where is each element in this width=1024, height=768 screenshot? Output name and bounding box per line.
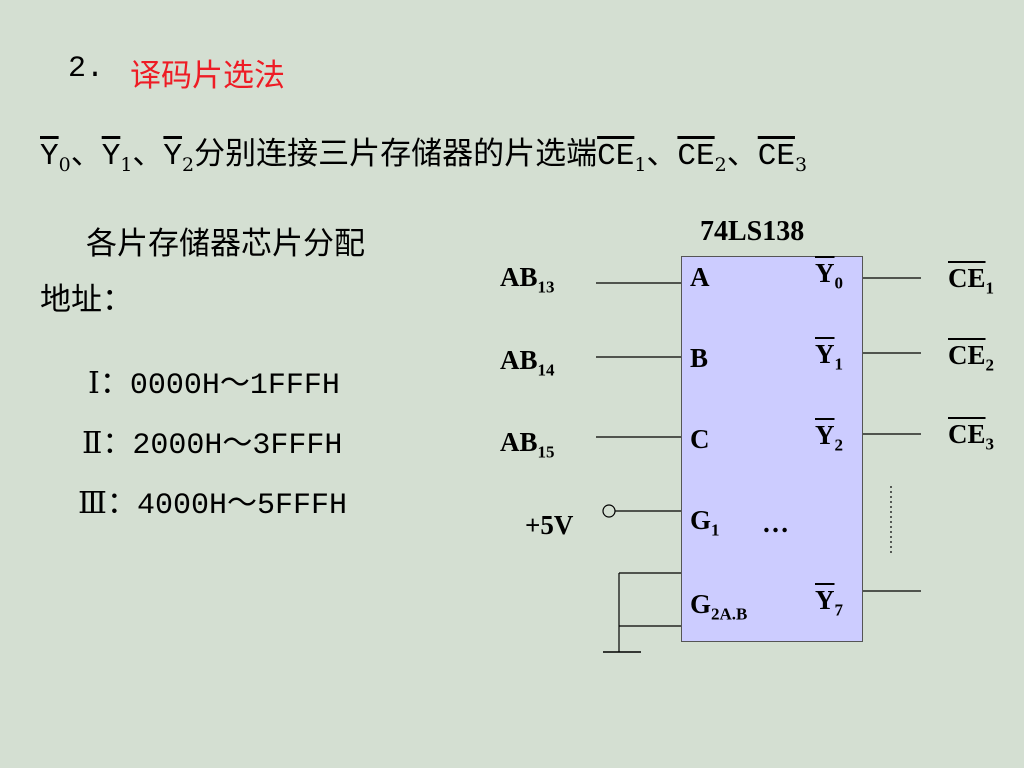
- ce3-sub: 3: [794, 154, 808, 177]
- separator: 、: [726, 136, 758, 172]
- ce2-label-sub: 2: [985, 355, 995, 375]
- label-ce2: CE2: [948, 340, 994, 375]
- vcc-terminal: [602, 504, 616, 518]
- pin-b: B: [690, 343, 709, 373]
- pin-g2-sub: 2A.B: [711, 604, 748, 624]
- pin-y7-base: Y: [815, 585, 835, 615]
- label-ab13: AB13: [500, 262, 555, 297]
- ab13-sub: 13: [537, 277, 555, 297]
- ce2-base: CE: [948, 340, 986, 370]
- range-item: Ⅰ：0000H～1FFFH: [88, 358, 340, 403]
- ce2-sub: 2: [714, 154, 727, 177]
- pin-g2: G2A.B: [690, 589, 747, 624]
- ce1-label-sub: 1: [985, 278, 995, 298]
- ab14-sub: 14: [537, 360, 555, 380]
- pin-c: C: [690, 424, 710, 454]
- range-item: Ⅲ：4000H～5FFFH: [78, 478, 347, 523]
- pin-y0-base: Y: [815, 258, 835, 288]
- label-ab15: AB15: [500, 427, 555, 462]
- ce3-label-sub: 3: [985, 434, 995, 454]
- y0-signal: Y: [40, 139, 59, 174]
- ab13-base: AB: [500, 262, 538, 292]
- y2-sub: 2: [182, 154, 195, 177]
- range-value: 0000H～1FFFH: [129, 369, 340, 403]
- intro-line-2: 地址：: [40, 282, 133, 318]
- pin-y2: Y2: [815, 420, 843, 455]
- intro-line-1: 各片存储器芯片分配: [86, 226, 365, 262]
- description-middle: 分别连接三片存储器的片选端: [194, 136, 598, 172]
- separator: 、: [70, 136, 102, 172]
- range-value: 2000H～3FFFH: [132, 429, 343, 463]
- pin-y0: Y0: [815, 258, 843, 293]
- section-title: 译码片选法: [130, 58, 285, 94]
- pin-a: A: [690, 262, 710, 292]
- label-vcc: +5V: [525, 510, 574, 540]
- label-ce3: CE3: [948, 419, 994, 454]
- ab15-base: AB: [500, 427, 538, 457]
- separator: 、: [132, 136, 164, 172]
- pin-g2-base: G: [690, 589, 712, 619]
- ce3-base: CE: [948, 419, 986, 449]
- pin-g1-sub: 1: [711, 520, 720, 540]
- y0-sub: 0: [58, 154, 71, 177]
- range-roman: Ⅰ：: [88, 366, 130, 401]
- chip-ellipsis: …: [762, 508, 789, 538]
- ce1-base: CE: [948, 263, 986, 293]
- range-roman: Ⅱ：: [82, 426, 133, 461]
- separator: 、: [646, 136, 678, 172]
- range-value: 4000H～5FFFH: [136, 489, 347, 523]
- pin-y0-sub: 0: [834, 273, 844, 293]
- label-ab14: AB14: [500, 345, 555, 380]
- section-number: 2.: [68, 52, 105, 86]
- pin-y1: Y1: [815, 339, 843, 374]
- label-ce1: CE1: [948, 263, 994, 298]
- pin-y7-sub: 7: [834, 600, 844, 620]
- pin-g1-base: G: [690, 505, 712, 535]
- ce1-signal: CE: [597, 139, 635, 174]
- pin-y2-base: Y: [815, 420, 835, 450]
- y2-signal: Y: [163, 139, 183, 174]
- pin-y1-sub: 1: [834, 354, 844, 374]
- chip-name: 74LS138: [700, 216, 805, 247]
- ce2-signal: CE: [677, 139, 715, 174]
- ce3-signal: CE: [757, 139, 795, 174]
- ab15-sub: 15: [537, 442, 555, 462]
- range-item: Ⅱ：2000H～3FFFH: [82, 418, 342, 463]
- description-line: Y0、Y1、Y2分别连接三片存储器的片选端CE1、CE2、CE3: [40, 128, 807, 176]
- y1-sub: 1: [120, 154, 133, 177]
- ab14-base: AB: [500, 345, 538, 375]
- pin-g1: G1: [690, 505, 720, 540]
- y1-signal: Y: [101, 139, 121, 174]
- pin-y1-base: Y: [815, 339, 835, 369]
- pin-y2-sub: 2: [834, 435, 844, 455]
- pin-y7: Y7: [815, 585, 843, 620]
- decoder-chip: [681, 256, 863, 642]
- ce1-sub: 1: [634, 154, 647, 177]
- range-roman: Ⅲ：: [78, 486, 137, 521]
